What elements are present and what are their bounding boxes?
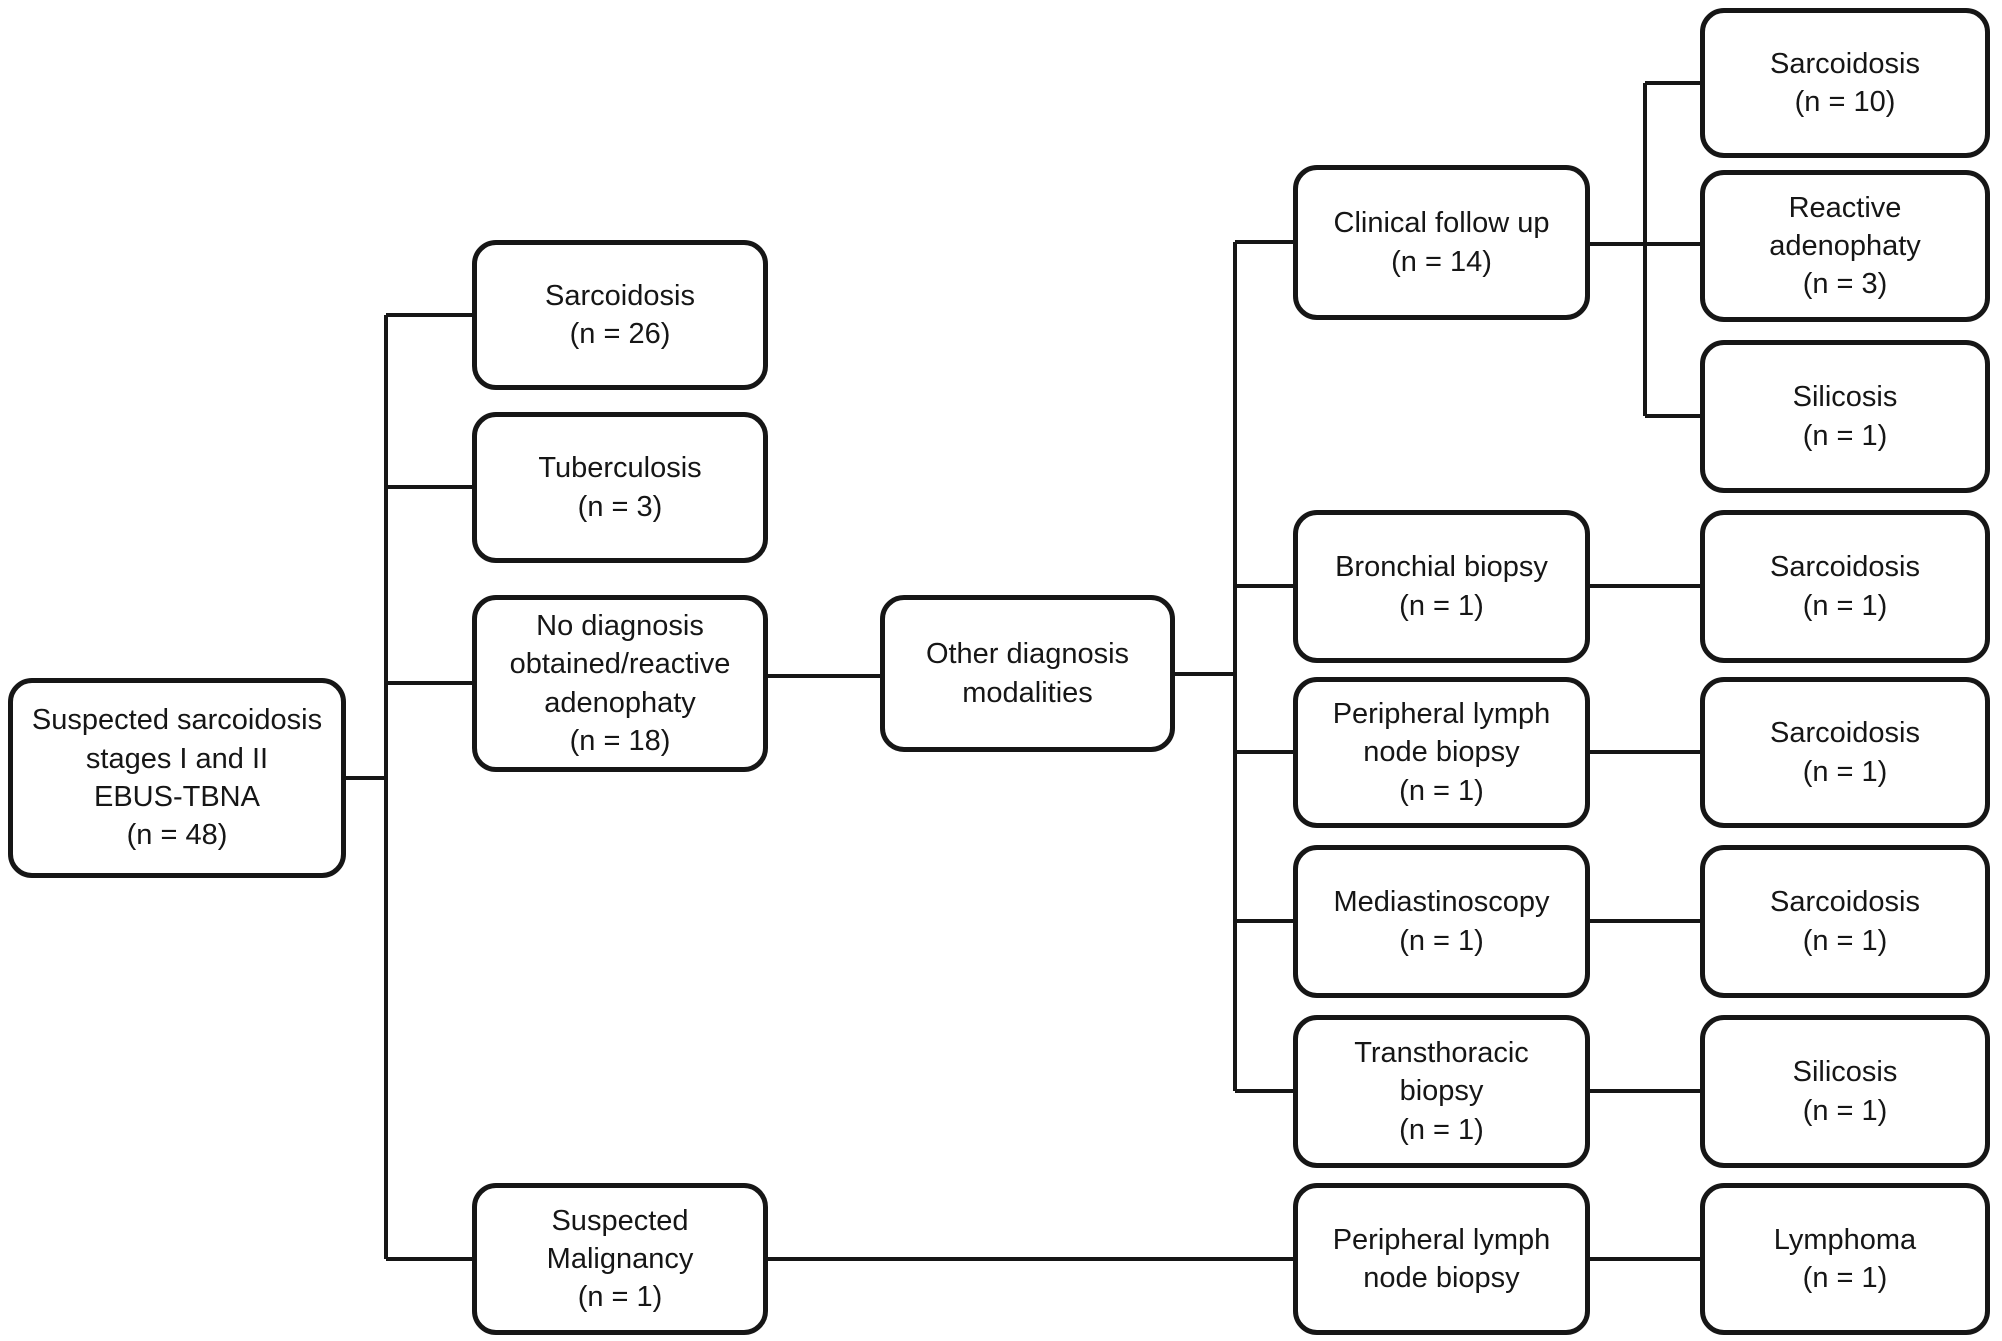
node-label: Reactive adenophaty (n = 3) (1769, 191, 1921, 301)
node-no-diagnosis-n18: No diagnosis obtained/reactive adenophat… (472, 595, 768, 772)
node-label: Sarcoidosis (n = 10) (1770, 47, 1920, 118)
node-label: Peripheral lymph node biopsy (1332, 1223, 1551, 1294)
node-label: Other diagnosis modalities (925, 638, 1130, 709)
node-clinical-follow-up-n14: Clinical follow up (n = 14) (1293, 165, 1590, 320)
node-reactive-adenophaty-n3: Reactive adenophaty (n = 3) (1700, 170, 1990, 322)
node-label: No diagnosis obtained/reactive adenophat… (509, 609, 731, 757)
node-label: Silicosis (n = 1) (1792, 1056, 1898, 1127)
node-label: Sarcoidosis (n = 1) (1770, 551, 1920, 622)
node-label: Sarcoidosis (n = 1) (1770, 717, 1920, 788)
node-label: Sarcoidosis (n = 26) (545, 279, 695, 350)
node-sarcoidosis-n26: Sarcoidosis (n = 26) (472, 240, 768, 390)
node-lymphoma-n1: Lymphoma (n = 1) (1700, 1183, 1990, 1335)
node-peripheral-lymph-node-biopsy-n1: Peripheral lymph node biopsy (n = 1) (1293, 677, 1590, 828)
node-bronchial-biopsy-n1: Bronchial biopsy (n = 1) (1293, 510, 1590, 663)
node-suspected-sarcoidosis-root: Suspected sarcoidosis stages I and II EB… (8, 678, 346, 878)
node-sarcoidosis-n1-lymph: Sarcoidosis (n = 1) (1700, 677, 1990, 828)
node-sarcoidosis-n1-bronchial: Sarcoidosis (n = 1) (1700, 510, 1990, 663)
node-label: Lymphoma (n = 1) (1773, 1223, 1917, 1294)
node-label: Clinical follow up (n = 14) (1333, 207, 1550, 278)
node-label: Tuberculosis (n = 3) (538, 452, 702, 523)
connector-root-spine (346, 313, 472, 1261)
node-label: Peripheral lymph node biopsy (n = 1) (1332, 698, 1551, 807)
node-silicosis-n1-transthoracic: Silicosis (n = 1) (1700, 1015, 1990, 1168)
node-suspected-malignancy-n1: Suspected Malignancy (n = 1) (472, 1183, 768, 1335)
connector-direct-links (768, 584, 1700, 1261)
node-label: Silicosis (n = 1) (1792, 381, 1898, 452)
node-label: Transthoracic biopsy (n = 1) (1354, 1037, 1529, 1146)
node-transthoracic-biopsy-n1: Transthoracic biopsy (n = 1) (1293, 1015, 1590, 1168)
node-label: Mediastinoscopy (n = 1) (1333, 886, 1550, 957)
node-sarcoidosis-n10: Sarcoidosis (n = 10) (1700, 8, 1990, 158)
node-peripheral-lymph-node-biopsy-malignancy: Peripheral lymph node biopsy (1293, 1183, 1590, 1335)
connector-clinical-followup-spine (1590, 81, 1700, 418)
connector-other-modalities-spine (768, 240, 1293, 1093)
node-tuberculosis-n3: Tuberculosis (n = 3) (472, 412, 768, 563)
node-label: Bronchial biopsy (n = 1) (1335, 551, 1548, 622)
node-sarcoidosis-n1-mediastinoscopy: Sarcoidosis (n = 1) (1700, 845, 1990, 998)
node-label: Suspected Malignancy (n = 1) (546, 1204, 694, 1314)
node-label: Suspected sarcoidosis stages I and II EB… (31, 704, 323, 852)
node-mediastinoscopy-n1: Mediastinoscopy (n = 1) (1293, 845, 1590, 998)
node-label: Sarcoidosis (n = 1) (1770, 886, 1920, 957)
node-other-diagnosis-modalities: Other diagnosis modalities (880, 595, 1175, 752)
node-silicosis-n1-followup: Silicosis (n = 1) (1700, 340, 1990, 493)
